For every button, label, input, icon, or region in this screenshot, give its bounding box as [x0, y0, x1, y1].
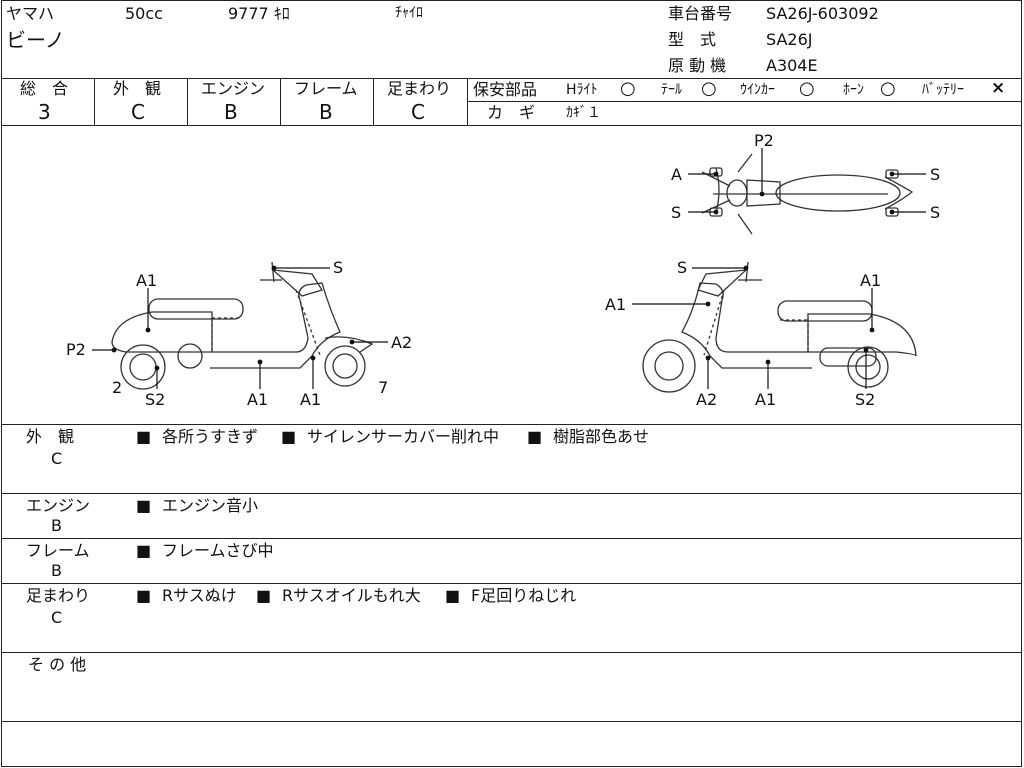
top-label-s-rear-bottom: S	[930, 203, 940, 222]
grade-label-engine: エンジン	[201, 79, 266, 98]
safety-item-horn-label: ﾎｰﾝ	[843, 82, 864, 98]
note-item: サイレンサーカバー削れ中	[307, 427, 500, 446]
scooter-left-view	[111, 261, 374, 390]
safety-item-winker-label: ｳｲﾝｶｰ	[740, 82, 775, 98]
note-item: 樹脂部色あせ	[553, 427, 650, 446]
note-item: Rサスオイルもれ大	[282, 586, 421, 605]
mileage-text: 9777 ｷﾛ	[228, 4, 290, 23]
scooter-right-view	[642, 261, 917, 393]
top-label-s-front-bottom: S	[671, 203, 681, 222]
grade-label-overall: 総 合	[20, 79, 69, 98]
engine-label: 原 動 機	[668, 56, 727, 75]
note-label-suspension: 足まわり	[26, 586, 91, 605]
bullet-icon: ■	[136, 496, 152, 515]
right-label-a1-seat: A1	[860, 271, 881, 290]
left-label-7: 7	[378, 378, 388, 397]
right-label-a1-leg: A1	[605, 295, 626, 314]
divider	[94, 78, 95, 125]
grade-label-frame: フレーム	[294, 79, 358, 98]
note-item: Rサスぬけ	[162, 586, 237, 605]
top-label-a: A	[671, 165, 682, 184]
divider	[1, 125, 1022, 126]
bullet-icon: ■	[256, 586, 272, 605]
key-value: ｶｷﾞ１	[566, 105, 601, 121]
divider	[187, 78, 188, 125]
scooter-top-view	[701, 153, 914, 235]
safety-item-taillight-mark: ○	[701, 78, 717, 99]
divider	[1, 78, 1022, 79]
safety-item-battery-mark: ×	[991, 78, 1006, 98]
type-value: SA26J	[766, 30, 813, 49]
left-label-2: 2	[112, 378, 122, 397]
safety-item-winker-mark: ○	[799, 78, 815, 99]
note-label-engine: エンジン	[26, 496, 91, 515]
left-label-a1-seat: A1	[136, 271, 157, 290]
divider	[1, 721, 1022, 722]
left-label-a2: A2	[391, 333, 412, 352]
maker-text: ヤマハ	[6, 4, 55, 23]
top-label-s-rear-top: S	[930, 165, 940, 184]
left-label-p2: P2	[66, 340, 86, 359]
note-item: F足回りねじれ	[471, 586, 577, 605]
safety-item-battery-label: ﾊﾞｯﾃﾘｰ	[922, 82, 964, 98]
safety-item-taillight-label: ﾃｰﾙ	[661, 82, 682, 98]
divider	[468, 101, 1022, 102]
displacement-text: 50cc	[125, 4, 163, 23]
engine-value: A304E	[766, 56, 818, 75]
divider	[1, 583, 1022, 584]
divider	[280, 78, 281, 125]
note-item: フレームさび中	[162, 541, 274, 560]
left-label-s2: S2	[145, 390, 165, 409]
top-label-p2: P2	[754, 131, 774, 150]
bullet-icon: ■	[281, 427, 297, 446]
note-item: 各所うすきず	[162, 427, 259, 446]
divider	[1, 652, 1022, 653]
safety-title: 保安部品	[473, 80, 538, 99]
left-label-s: S	[333, 258, 343, 277]
frame-number-label: 車台番号	[668, 4, 733, 23]
grade-value-frame: B	[319, 100, 333, 124]
note-grade-suspension: C	[51, 608, 63, 627]
bullet-icon: ■	[136, 541, 152, 560]
note-grade-exterior: C	[51, 449, 63, 468]
key-label: カ ギ	[487, 103, 536, 122]
grade-value-exterior: C	[131, 100, 145, 124]
right-label-s2: S2	[855, 390, 875, 409]
left-label-a1-leg: A1	[300, 390, 321, 409]
note-label-other: そ の 他	[28, 655, 87, 674]
divider	[1, 424, 1022, 425]
model-name: ビーノ	[6, 28, 65, 52]
grade-label-suspension: 足まわり	[387, 79, 452, 98]
note-grade-frame: B	[51, 561, 62, 580]
color-text: ﾁｬｲﾛ	[395, 5, 423, 21]
safety-item-headlight-mark: ○	[620, 78, 636, 99]
bullet-icon: ■	[527, 427, 543, 446]
bullet-icon: ■	[136, 427, 152, 446]
note-label-frame: フレーム	[26, 541, 90, 560]
type-label: 型 式	[668, 30, 717, 49]
divider	[1, 538, 1022, 539]
damage-diagram: P2 A S S S S A1 P2 A2 2 S2 A1 A1 7 S A1 …	[66, 131, 940, 409]
right-label-s: S	[677, 258, 687, 277]
bullet-icon: ■	[445, 586, 461, 605]
grade-label-exterior: 外 観	[113, 79, 162, 98]
frame-number: SA26J-603092	[766, 4, 879, 23]
grade-value-overall: 3	[38, 100, 51, 124]
left-label-a1-floor: A1	[247, 390, 268, 409]
right-label-a1-floor: A1	[755, 390, 776, 409]
note-grade-engine: B	[51, 516, 62, 535]
divider	[1, 493, 1022, 494]
divider	[373, 78, 374, 125]
note-label-exterior: 外 観	[26, 427, 75, 446]
grade-value-suspension: C	[411, 100, 425, 124]
safety-item-headlight-label: Hﾗｲﾄ	[566, 82, 598, 98]
note-item: エンジン音小	[162, 496, 259, 515]
grade-value-engine: B	[224, 100, 238, 124]
safety-item-horn-mark: ○	[880, 78, 896, 99]
right-label-a2: A2	[696, 390, 717, 409]
divider	[467, 78, 468, 125]
bullet-icon: ■	[136, 586, 152, 605]
